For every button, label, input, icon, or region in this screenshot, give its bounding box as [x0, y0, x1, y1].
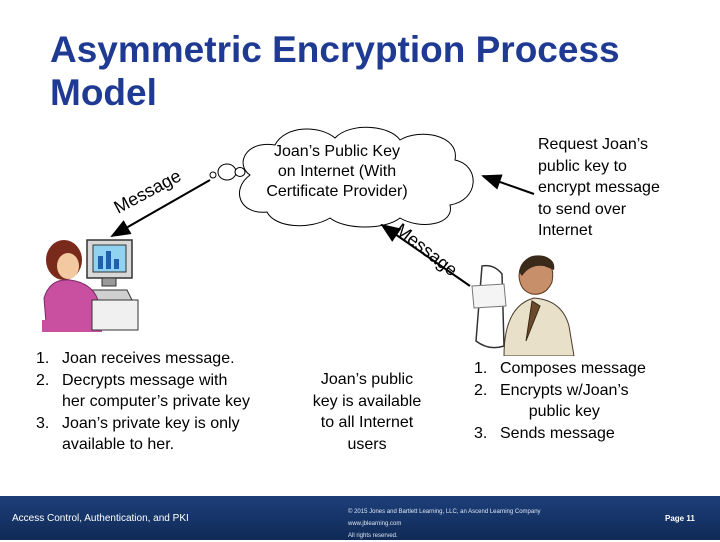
step-number: 1. [474, 360, 488, 377]
step-text: Sends message [500, 424, 615, 442]
arrows-layer [110, 174, 535, 287]
arrow-to-cloud [380, 223, 471, 287]
request-text: Request Joan’s public key to encrypt mes… [538, 134, 688, 242]
sender-step-3: 3. Sends message [474, 423, 694, 445]
step-number: 2. [36, 371, 50, 389]
sender-step-2: 2. Encrypts w/Joan’s public key [474, 380, 694, 423]
sender-illustration [471, 255, 575, 356]
cloud-shape [209, 126, 474, 228]
page-number: Page 11 [665, 514, 695, 523]
cloud-line-1: Joan’s Public Key [274, 143, 400, 160]
step-text: Decrypts message with [62, 371, 228, 389]
step-text: available to her. [62, 436, 175, 453]
step-number: 1. [36, 350, 50, 367]
copyright-line-2: www.jblearning.com [348, 521, 402, 527]
cloud-text: Joan’s Public Key on Internet (With Cert… [248, 142, 426, 202]
joan-illustration [42, 239, 139, 332]
message-label-right: Message [392, 219, 462, 280]
footer-copyright: © 2015 Jones and Bartlett Learning, LLC,… [348, 506, 608, 542]
step-text: Encrypts w/Joan’s [500, 381, 629, 399]
arrow-to-joan [110, 179, 211, 237]
public-key-note: Joan’s public key is available to all In… [300, 369, 434, 455]
request-line-5: Internet [538, 222, 593, 239]
arrow-request [481, 174, 535, 195]
cloud-line-2: on Internet (With [277, 163, 397, 180]
step-text: public key [528, 403, 600, 420]
joan-steps-list: 1. Joan receives message. 2. Decrypts me… [36, 348, 306, 456]
step-text: Joan receives message. [62, 350, 235, 367]
note-line-1: Joan’s public [320, 371, 414, 388]
step-number: 3. [474, 424, 488, 442]
footer-course-title: Access Control, Authentication, and PKI [12, 513, 189, 524]
note-line-2: key is available [312, 392, 422, 410]
step-text: her computer’s private key [62, 393, 250, 410]
message-text-left: Message [110, 166, 184, 218]
step-text: Joan’s private key is only [62, 414, 240, 432]
joan-step-1: 1. Joan receives message. [36, 348, 306, 370]
request-line-4: to send over [538, 200, 627, 218]
copyright-line-3: All rights reserved. [348, 533, 398, 539]
footer-bar [0, 496, 720, 540]
note-line-3: to all Internet [320, 414, 414, 431]
request-line-3: encrypt message [538, 179, 660, 196]
sender-step-1: 1. Composes message [474, 358, 694, 380]
request-line-2: public key to [538, 157, 627, 175]
copyright-line-1: © 2015 Jones and Bartlett Learning, LLC,… [348, 509, 541, 515]
joan-step-3: 3. Joan’s private key is only available … [36, 413, 306, 456]
step-number: 3. [36, 414, 50, 432]
message-text-right: Message [392, 219, 462, 280]
joan-step-2: 2. Decrypts message with her computer’s … [36, 370, 306, 413]
note-line-4: users [347, 435, 387, 453]
step-text: Composes message [500, 360, 646, 377]
cloud-line-3: Certificate Provider) [266, 183, 408, 200]
request-line-1: Request Joan’s [538, 136, 648, 153]
step-number: 2. [474, 381, 488, 399]
slide-title: Asymmetric Encryption Process Model [50, 29, 620, 113]
message-label-left: Message [110, 166, 184, 218]
sender-steps-list: 1. Composes message 2. Encrypts w/Joan’s… [474, 358, 694, 444]
